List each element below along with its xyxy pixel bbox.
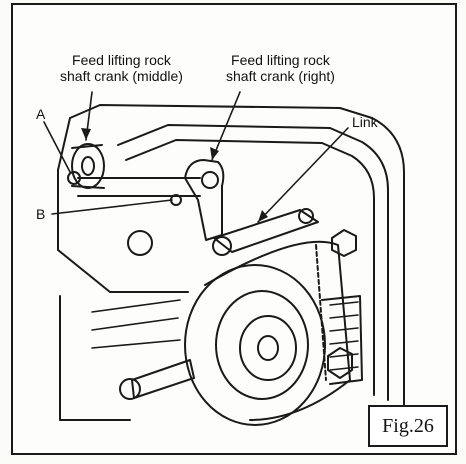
screw-a [67,171,81,185]
label-crank-middle-line2: shaft crank (middle) [60,68,183,84]
housing-top-edge [69,104,373,119]
lever-shaft [131,359,195,399]
crank-middle-hub [71,143,105,189]
hex-nut-bottom [327,347,353,379]
side-knob [127,230,153,256]
figure-frame [11,3,457,455]
housing-inner-rim-2 [125,139,375,396]
label-b: B [36,206,46,222]
hex-nut-top [331,229,357,257]
housing-slope [57,249,189,293]
housing-right-wall [371,117,406,411]
label-crank-middle-line1: Feed lifting rock [72,52,171,68]
housing-inner-rim [117,124,389,401]
label-crank-middle: Feed lifting rock shaft crank (middle) [60,52,183,84]
gear-teeth [321,295,363,385]
label-a: A [36,106,46,122]
leader-b [51,199,173,215]
label-crank-right: Feed lifting rock shaft crank (right) [226,52,335,84]
belt-pulley-outer [184,264,326,426]
housing-left-face [57,117,71,251]
label-link: Link [352,114,378,130]
sprocket [239,315,297,381]
label-crank-right-line2: shaft crank (right) [226,68,335,84]
leader-crank-right [211,91,241,161]
bed-plate [91,299,181,349]
link-bar [213,209,319,253]
leader-link [257,127,349,223]
crank-right-body [184,159,225,241]
label-crank-right-line1: Feed lifting rock [231,52,330,68]
figure-caption: Fig.26 [368,405,448,447]
leader-a [43,121,71,173]
bed-frame [59,295,131,421]
timing-belt [204,240,351,421]
